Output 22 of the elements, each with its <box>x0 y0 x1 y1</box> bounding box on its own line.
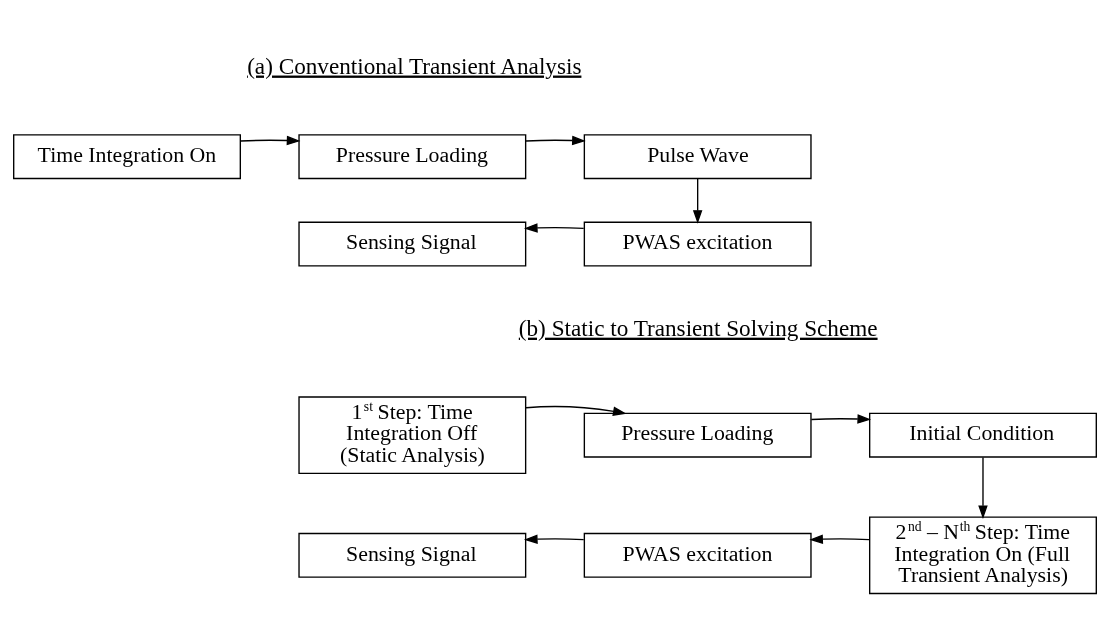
arrow <box>525 135 586 146</box>
node-box: Time Integration On <box>13 134 241 180</box>
node-box: 1$^{st}$ Step: Time Integration Off (Static Analysis) <box>298 396 527 475</box>
arrow <box>810 414 872 424</box>
node-box: PWAS excitation <box>583 532 812 578</box>
node-box: Pressure Loading <box>298 134 527 180</box>
node-box: 2$^{nd}$ – N$^{th}$ Step: Time Integration On (Full Transient Analysis) <box>869 516 1097 595</box>
node-box: Initial Condition <box>869 412 1097 458</box>
arrow <box>240 135 301 146</box>
arrow <box>978 456 988 520</box>
arrow <box>525 405 627 416</box>
arrow <box>809 534 870 544</box>
label: (b) Static to Transient Solving Scheme <box>518 314 878 341</box>
node-box: PWAS excitation <box>583 221 812 267</box>
arrow <box>523 223 585 233</box>
label: (a) Conventional Transient Analysis <box>247 52 582 79</box>
node-box: Sensing Signal <box>298 221 527 267</box>
node-box: Sensing Signal <box>298 532 527 578</box>
node-box: Pressure Loading <box>583 412 812 458</box>
arrow <box>692 177 703 224</box>
arrow <box>523 534 585 544</box>
node-box: Pulse Wave <box>583 134 812 180</box>
